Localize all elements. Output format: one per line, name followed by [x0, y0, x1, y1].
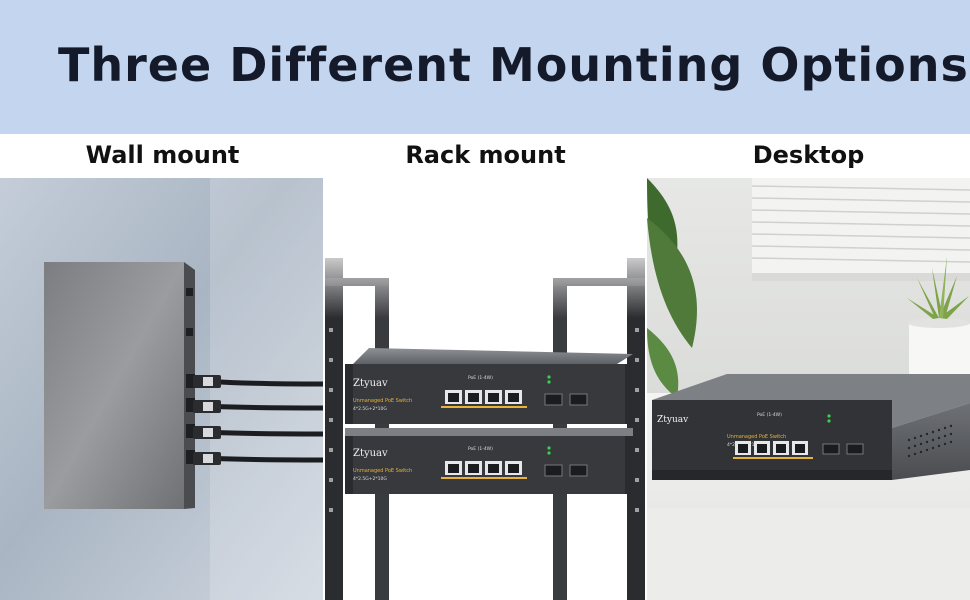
ethernet-cables [193, 375, 323, 465]
port-group-label: PoE (1-4W) [468, 375, 493, 381]
ports-note: 4*2.5G+2*10G [353, 476, 387, 482]
port-group-label: PoE (1-4W) [468, 446, 493, 452]
ports-note: 4*2.5G+2*10G [353, 406, 387, 412]
model-subtitle: Unmanaged PoE Switch [727, 434, 786, 440]
page-title: Three Different Mounting Options [58, 38, 969, 92]
rack-mount-photo: Ztyuav Unmanaged PoE Switch 4*2.5G+2*10G… [323, 178, 647, 600]
window-blinds [751, 178, 970, 281]
wall-mount-illustration [0, 178, 323, 600]
brand-label: Ztyuav [353, 378, 388, 389]
brand-label: Ztyuav [353, 448, 388, 459]
desktop-photo: Ztyuav Unmanaged PoE Switch 4*2.5G+2*10G… [647, 178, 970, 600]
option-label-desktop: Desktop [752, 141, 865, 169]
wall-switch [44, 262, 195, 509]
rack-switch-lower: Ztyuav Unmanaged PoE Switch 4*2.5G+2*10G… [345, 428, 633, 494]
wall-mount-photo [0, 178, 323, 600]
rack-switch-upper: Ztyuav Unmanaged PoE Switch 4*2.5G+2*10G… [345, 348, 633, 424]
option-label-wall-mount: Wall mount [85, 141, 240, 169]
model-subtitle: Unmanaged PoE Switch [353, 468, 412, 474]
rack-mount-illustration: Ztyuav Unmanaged PoE Switch 4*2.5G+2*10G… [323, 238, 647, 600]
title-banner: Three Different Mounting Options [0, 0, 970, 134]
desktop-illustration: Ztyuav Unmanaged PoE Switch 4*2.5G+2*10G… [647, 178, 970, 600]
potted-succulent [907, 256, 970, 381]
port-group-label: PoE (1-4W) [757, 412, 782, 418]
option-label-rack-mount: Rack mount [405, 141, 566, 169]
desktop-switch: Ztyuav Unmanaged PoE Switch 4*2.5G+2*10G… [652, 374, 970, 480]
brand-label: Ztyuav [657, 415, 689, 425]
model-subtitle: Unmanaged PoE Switch [353, 398, 412, 404]
